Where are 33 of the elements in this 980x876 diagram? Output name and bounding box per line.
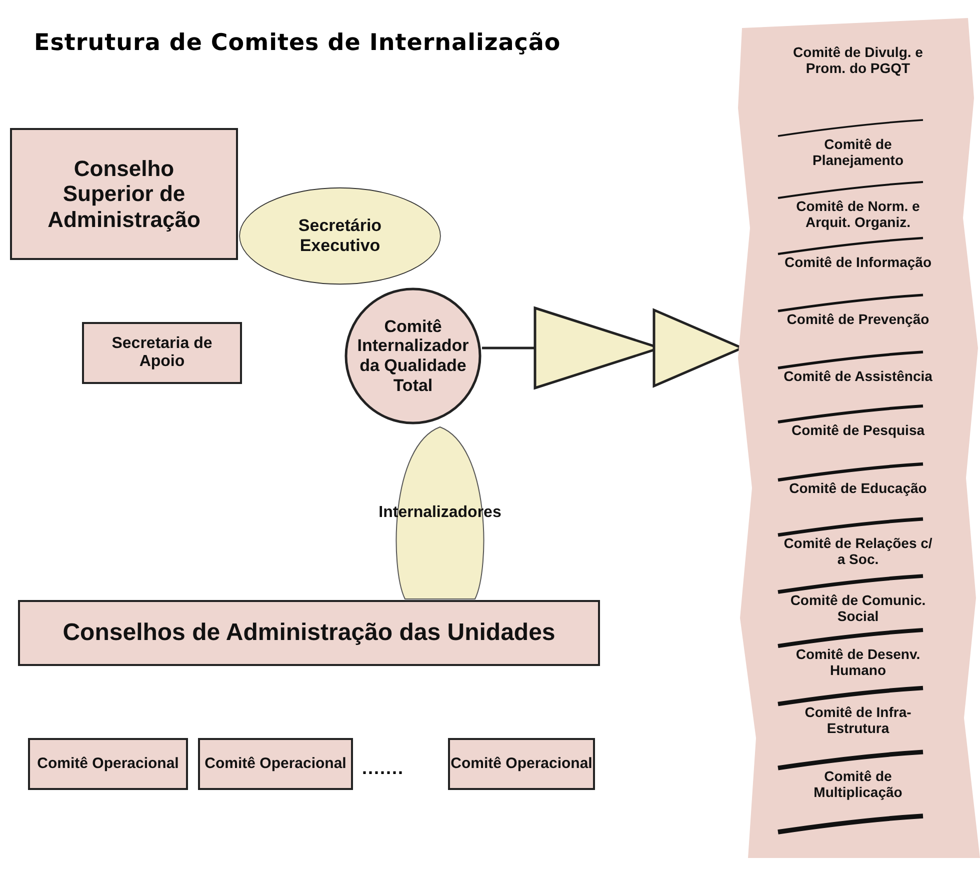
committee-name: Comitê de Relações c/ a Soc. <box>782 535 934 568</box>
node-label: Secretaria de Apoio <box>110 334 214 372</box>
committee-name: Comitê de Comunic. Social <box>789 592 927 624</box>
committee-name: Comitê de Planejamento <box>811 136 905 168</box>
diagram-title: Estrutura de Comites de Internalização <box>34 30 561 56</box>
node-label: Comitê Operacional <box>450 755 593 773</box>
operational-committee-box <box>198 738 353 790</box>
secretary-ellipse <box>238 186 442 286</box>
operational-committee-box <box>28 738 188 790</box>
committee-name: Comitê de Divulg. e Prom. do PGQT <box>792 44 924 76</box>
double-chevron-arrow <box>482 306 742 390</box>
committee-circle <box>344 287 482 425</box>
node-label: Comitê Internalizador da Qualidade Total <box>356 316 470 396</box>
node-label: Conselhos de Administração das Unidades <box>62 619 556 647</box>
committee-name: Comitê de Desenv. Humano <box>794 646 922 678</box>
node-label: Conselho Superior de Administração <box>46 156 202 232</box>
committee-name: Comitê de Infra-Estrutura <box>804 704 912 736</box>
unit-councils-bar <box>18 600 600 666</box>
node-label: Comitê Operacional <box>204 755 348 773</box>
ellipsis-dots: ....... <box>362 758 404 779</box>
committee-name: Comitê de Educação <box>788 480 928 496</box>
torn-paper-band <box>738 18 980 858</box>
committee-name: Comitê de Norm. e Arquit. Organiz. <box>795 198 921 230</box>
support-box <box>82 322 242 384</box>
council-box <box>10 128 238 260</box>
operational-committee-box <box>448 738 595 790</box>
node-label: Comitê Operacional <box>36 755 180 773</box>
committee-name: Comitê de Assistência <box>782 368 934 384</box>
committee-name: Comitê de Informação <box>783 254 933 270</box>
node-label: Secretário Executivo <box>297 216 383 256</box>
committee-name: Comitê de Pesquisa <box>790 422 926 438</box>
committee-name: Comitê de Prevenção <box>786 311 930 328</box>
committee-name: Comitê de Multiplicação <box>812 768 904 800</box>
